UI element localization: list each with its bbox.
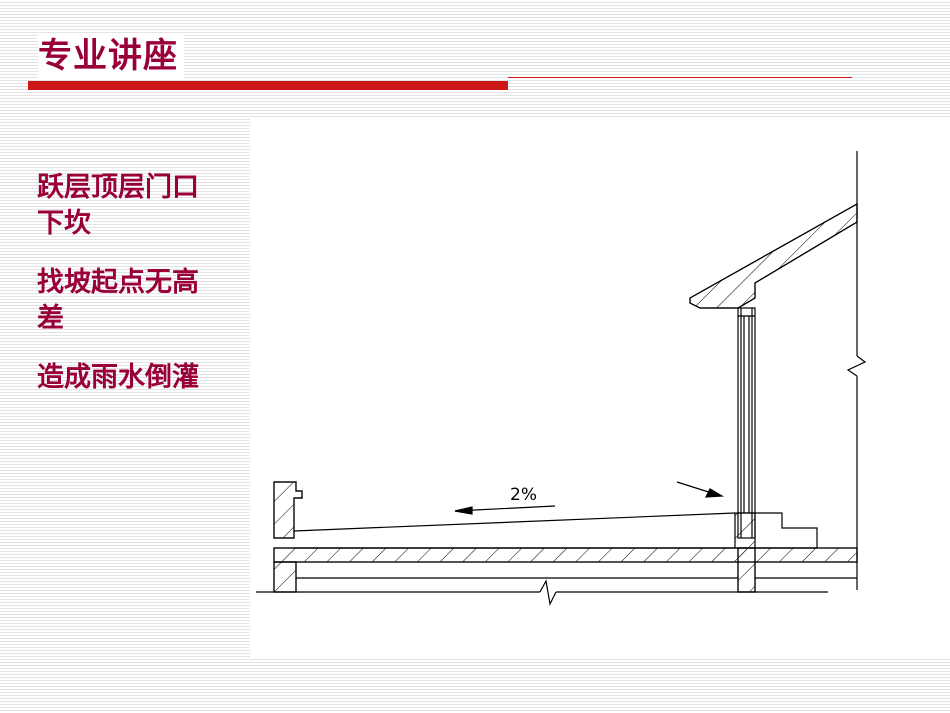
beam-right xyxy=(737,547,756,593)
slope-arrow xyxy=(454,505,556,515)
section-drawing: 2% xyxy=(250,118,950,658)
beam-left xyxy=(273,561,297,593)
slide-title: 专业讲座 xyxy=(38,34,184,78)
section-drawing-svg: 2% xyxy=(256,151,867,606)
door-threshold xyxy=(734,512,818,549)
parapet xyxy=(273,481,303,539)
bullet-item: 跃层顶层门口下坎 xyxy=(37,172,199,239)
bullet-list: 跃层顶层门口下坎 找坡起点无高差 造成雨水倒灌 xyxy=(37,170,207,419)
door-frame xyxy=(737,307,756,539)
slope-label: 2% xyxy=(510,485,537,505)
ceiling-line xyxy=(256,577,857,606)
roof-slab xyxy=(273,547,858,563)
bullet-item: 造成雨水倒灌 xyxy=(37,362,199,393)
bullet-item: 找坡起点无高差 xyxy=(37,267,199,334)
title-underline-thin xyxy=(508,77,852,78)
slope-screed xyxy=(293,512,736,549)
title-underline-thick xyxy=(28,81,508,90)
leader-arrow xyxy=(676,481,725,498)
sloped-canopy xyxy=(689,202,858,309)
